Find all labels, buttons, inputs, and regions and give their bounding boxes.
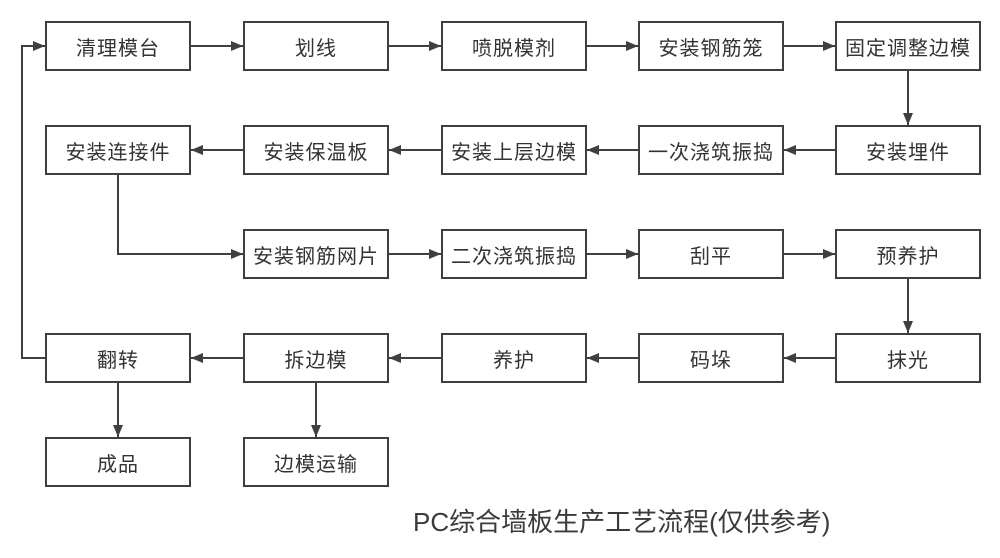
flow-node-install-rebar-cage: 安装钢筋笼 [638, 21, 784, 71]
flow-node-label-install-connectors: 安装连接件 [65, 141, 171, 164]
flow-node-spray-release-agent: 喷脱模剂 [441, 21, 587, 71]
flow-node-label-install-rebar-cage: 安装钢筋笼 [658, 37, 764, 60]
flow-node-scrape-level: 刮平 [638, 229, 784, 279]
edge-flip-to-clean-platform [21, 41, 45, 359]
flow-node-curing: 养护 [441, 333, 587, 383]
flow-node-label-flip: 翻转 [97, 349, 139, 372]
flow-node-label-pre-curing: 预养护 [876, 245, 940, 268]
flow-node-label-spray-release-agent: 喷脱模剂 [472, 37, 556, 60]
flow-node-label-marking: 划线 [295, 37, 337, 60]
flow-node-label-edge-form-transport: 边模运输 [274, 453, 358, 476]
flow-node-marking: 划线 [243, 21, 389, 71]
flow-node-label-remove-edge-forms: 拆边模 [284, 349, 348, 372]
flow-node-edge-form-transport: 边模运输 [243, 437, 389, 487]
flow-node-clean-platform: 清理模台 [45, 21, 191, 71]
flow-node-install-rebar-mesh: 安装钢筋网片 [243, 229, 389, 279]
flow-node-stacking: 码垛 [638, 333, 784, 383]
flow-node-label-curing: 养护 [493, 349, 535, 372]
diagram-caption: PC综合墙板生产工艺流程(仅供参考) [413, 507, 831, 537]
flow-node-flip: 翻转 [45, 333, 191, 383]
flow-node-label-install-rebar-mesh: 安装钢筋网片 [253, 245, 379, 268]
flow-node-label-clean-platform: 清理模台 [76, 37, 160, 60]
flow-node-install-insulation-board: 安装保温板 [243, 125, 389, 175]
flow-node-label-scrape-level: 刮平 [690, 245, 732, 268]
flow-node-label-finished-product: 成品 [97, 453, 139, 476]
flow-node-install-upper-edge-forms: 安装上层边模 [441, 125, 587, 175]
flow-node-label-stacking: 码垛 [690, 349, 732, 372]
flow-node-fix-adjust-edge-forms: 固定调整边模 [835, 21, 981, 71]
flow-node-label-install-upper-edge-forms: 安装上层边模 [451, 141, 577, 164]
flow-node-finished-product: 成品 [45, 437, 191, 487]
flow-node-install-embedded-parts: 安装埋件 [835, 125, 981, 175]
flow-node-label-install-insulation-board: 安装保温板 [263, 141, 369, 164]
flow-node-label-fix-adjust-edge-forms: 固定调整边模 [845, 37, 971, 60]
flow-node-label-troweling: 抹光 [887, 349, 929, 372]
flow-node-install-connectors: 安装连接件 [45, 125, 191, 175]
flow-node-label-second-pour-vibrate: 二次浇筑振捣 [451, 245, 577, 268]
flow-node-remove-edge-forms: 拆边模 [243, 333, 389, 383]
flow-node-first-pour-vibrate: 一次浇筑振捣 [638, 125, 784, 175]
flow-node-troweling: 抹光 [835, 333, 981, 383]
flow-node-pre-curing: 预养护 [835, 229, 981, 279]
flow-node-label-install-embedded-parts: 安装埋件 [866, 141, 950, 164]
flow-node-second-pour-vibrate: 二次浇筑振捣 [441, 229, 587, 279]
flow-node-label-first-pour-vibrate: 一次浇筑振捣 [648, 141, 774, 164]
edge-install-connectors-to-install-rebar-mesh [117, 175, 243, 259]
